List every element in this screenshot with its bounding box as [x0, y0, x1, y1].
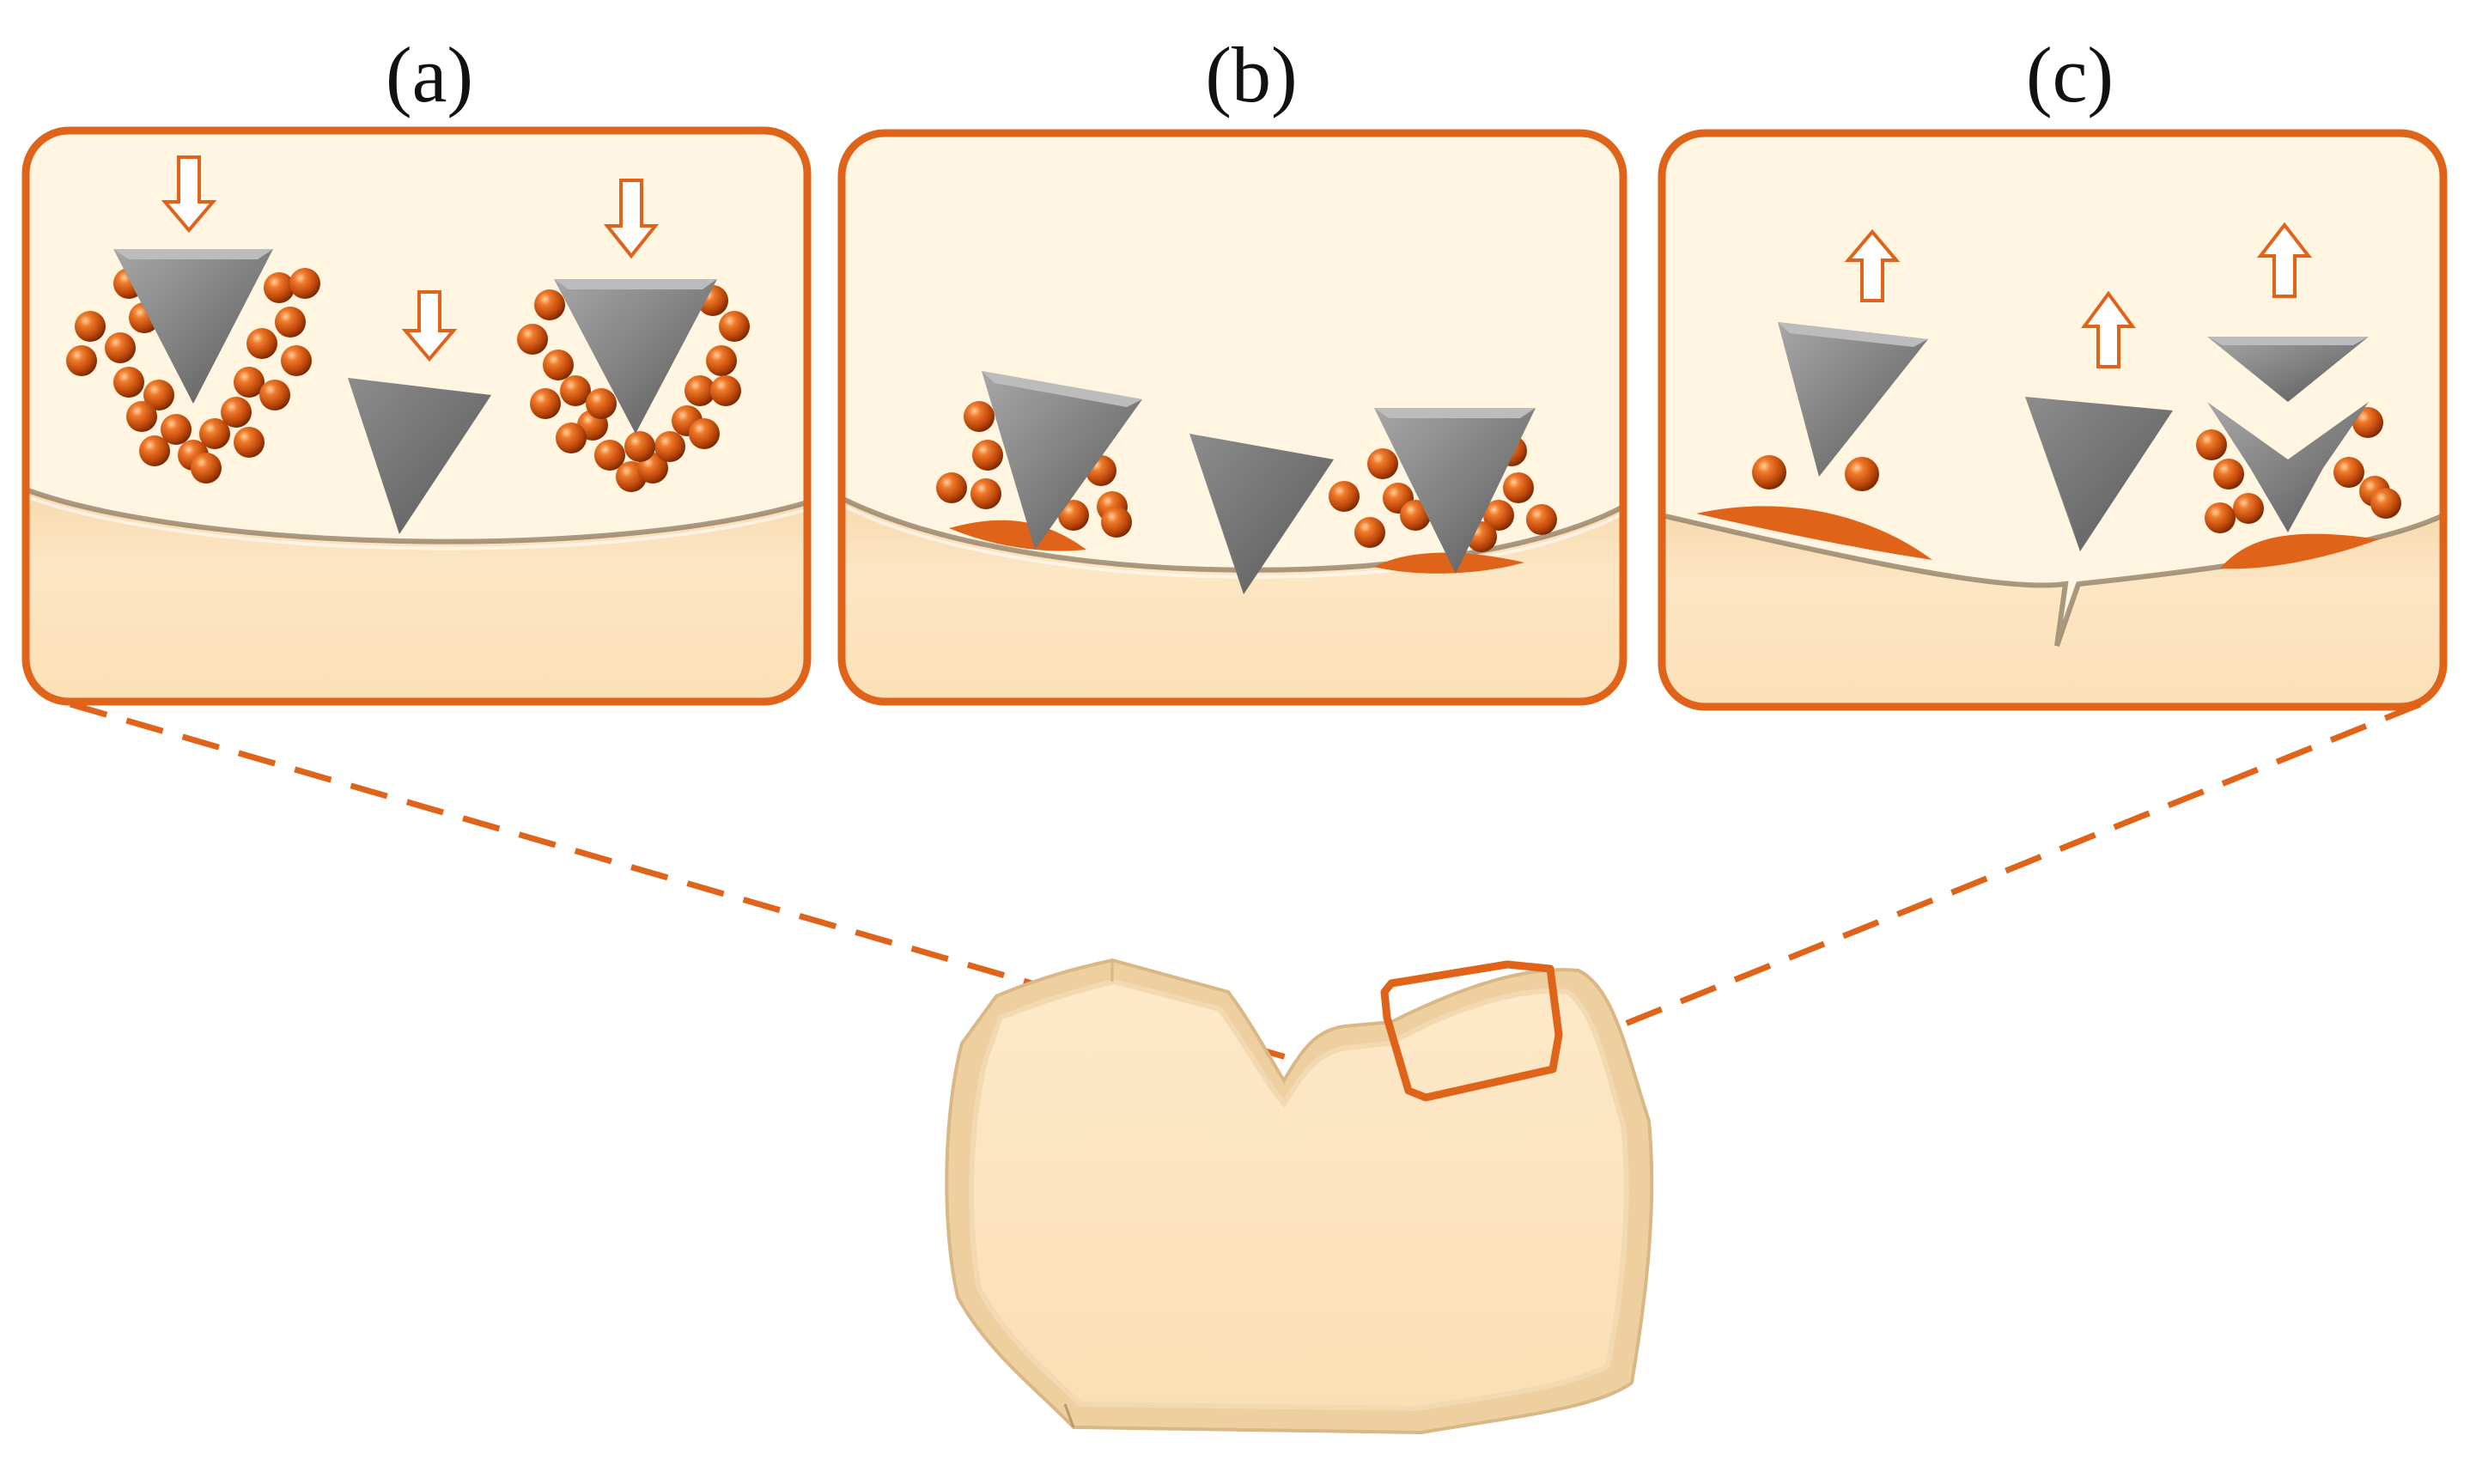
abrasive-triangle — [113, 249, 273, 404]
panel-a — [21, 126, 812, 706]
particle-cluster-a-left — [66, 268, 320, 484]
abrasive-triangle — [1778, 322, 1928, 477]
panel-label-b: (b) — [1205, 31, 1297, 119]
abrasive-triangle — [348, 378, 491, 534]
zoom-region-box — [1380, 960, 1563, 1102]
workpiece-cross-section — [945, 958, 1654, 1435]
fractured-abrasive-triangle — [2207, 337, 2369, 532]
down-arrow-icon — [161, 155, 217, 234]
abrasive-triangle — [1374, 408, 1536, 574]
substrate-b — [842, 498, 1623, 702]
panel-label-a: (a) — [386, 31, 473, 119]
particle-cluster-a-right — [517, 285, 750, 492]
panel-b — [837, 129, 1627, 706]
detached-particles — [1752, 455, 1879, 491]
panel-c — [1658, 129, 2448, 711]
particle-cluster-b-left — [936, 401, 1132, 538]
abrasive-triangle — [554, 279, 717, 434]
deposited-film — [949, 520, 1524, 574]
down-arrow-icon — [603, 179, 660, 259]
panel-label-c: (c) — [2026, 31, 2114, 119]
abrasive-triangle — [982, 371, 1142, 550]
up-arrow-icon — [2081, 290, 2136, 368]
abrasive-triangle — [2025, 397, 2173, 551]
up-arrow-icon — [1844, 228, 1901, 302]
deposited-film — [1696, 506, 2379, 569]
up-arrow-icon — [2256, 222, 2313, 298]
particle-cluster-c-right — [2196, 407, 2401, 533]
abrasive-triangle — [1189, 434, 1334, 594]
zoom-line-right — [1560, 701, 2422, 1053]
particle-cluster-b-right — [1329, 435, 1557, 552]
down-arrow-icon — [401, 290, 458, 362]
